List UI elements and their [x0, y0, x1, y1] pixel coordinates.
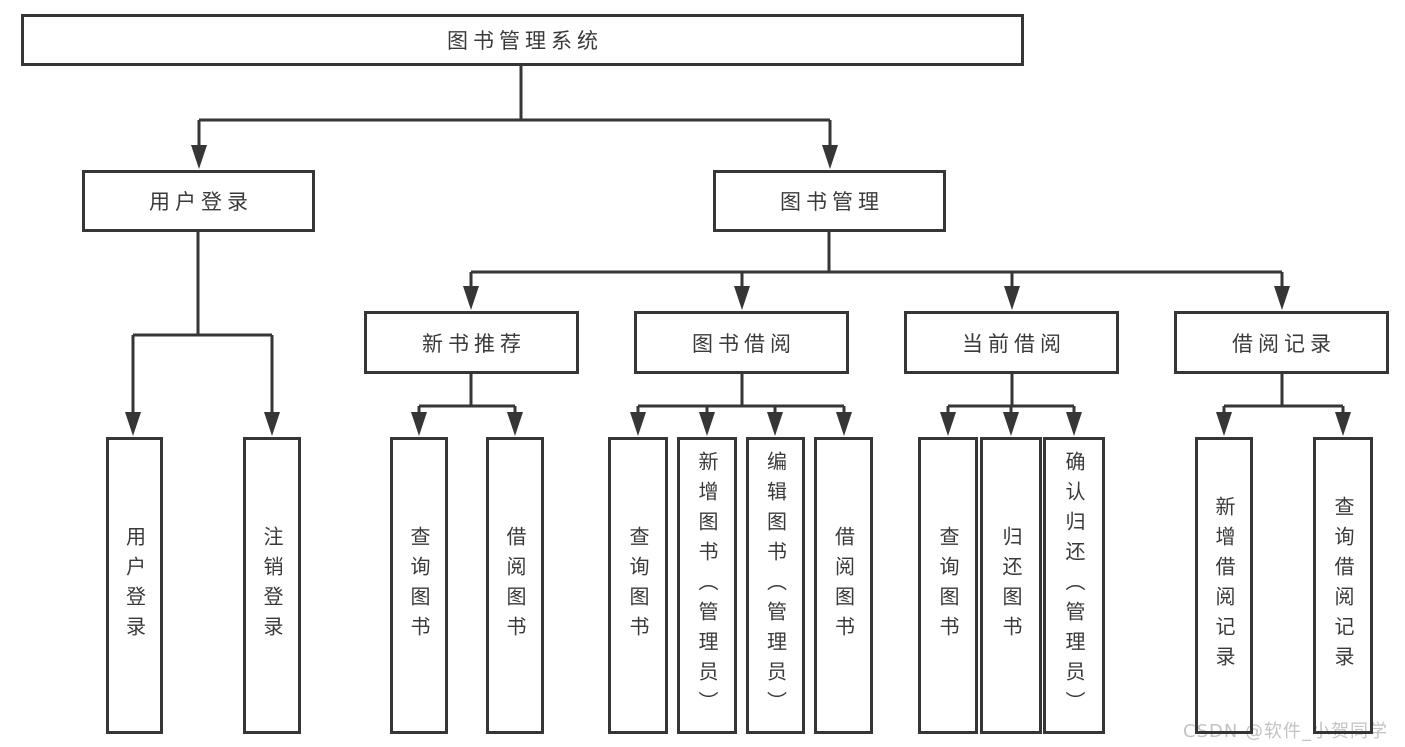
node-new-book-recommend: 新书推荐 — [364, 311, 579, 374]
leaf-user-login: 用户登录 — [106, 437, 163, 734]
node-label: 借阅图书 — [503, 525, 527, 646]
node-label: 查询图书 — [407, 525, 431, 646]
node-label: 当前借阅 — [962, 331, 1066, 356]
node-current-borrowing: 当前借阅 — [904, 311, 1119, 374]
node-label: 新增借阅记录 — [1212, 495, 1236, 676]
node-root-system: 图书管理系统 — [21, 14, 1024, 66]
leaf-query-books-1: 查询图书 — [390, 437, 448, 734]
leaf-confirm-return-admin: 确认归还（管理员） — [1043, 437, 1105, 734]
node-label: 查询图书 — [626, 525, 650, 646]
node-label: 查询图书 — [936, 525, 960, 646]
leaf-add-books-admin: 新增图书（管理员） — [677, 437, 737, 734]
leaf-borrow-books-1: 借阅图书 — [486, 437, 544, 734]
node-label: 新书推荐 — [422, 331, 526, 356]
leaf-return-books: 归还图书 — [980, 437, 1042, 734]
leaf-query-books-3: 查询图书 — [918, 437, 978, 734]
node-label: 确认归还（管理员） — [1062, 450, 1086, 721]
node-book-management: 图书管理 — [713, 170, 946, 232]
leaf-edit-books-admin: 编辑图书（管理员） — [746, 437, 805, 734]
node-label: 归还图书 — [999, 525, 1023, 646]
leaf-borrow-books-2: 借阅图书 — [814, 437, 873, 734]
node-label: 编辑图书（管理员） — [763, 450, 788, 721]
node-label: 查询借阅记录 — [1331, 495, 1355, 676]
node-label: 图书管理系统 — [447, 29, 603, 53]
node-label: 图书管理 — [780, 190, 884, 214]
node-label: 用户登录 — [149, 190, 253, 214]
leaf-add-borrow-record: 新增借阅记录 — [1195, 437, 1253, 734]
node-book-borrowing: 图书借阅 — [634, 311, 849, 374]
node-label: 借阅记录 — [1232, 331, 1336, 356]
node-label: 新增图书（管理员） — [695, 450, 719, 721]
csdn-watermark: CSDN @软件_小贺同学 — [1183, 721, 1389, 742]
node-borrowing-records: 借阅记录 — [1174, 311, 1389, 374]
leaf-logout: 注销登录 — [243, 437, 301, 734]
node-label: 用户登录 — [122, 525, 147, 646]
node-label: 注销登录 — [260, 525, 284, 646]
node-label: 借阅图书 — [831, 525, 856, 646]
leaf-query-books-2: 查询图书 — [608, 437, 668, 734]
node-label: 图书借阅 — [692, 331, 796, 356]
leaf-query-borrow-record: 查询借阅记录 — [1313, 437, 1373, 734]
node-user-login: 用户登录 — [82, 170, 315, 232]
